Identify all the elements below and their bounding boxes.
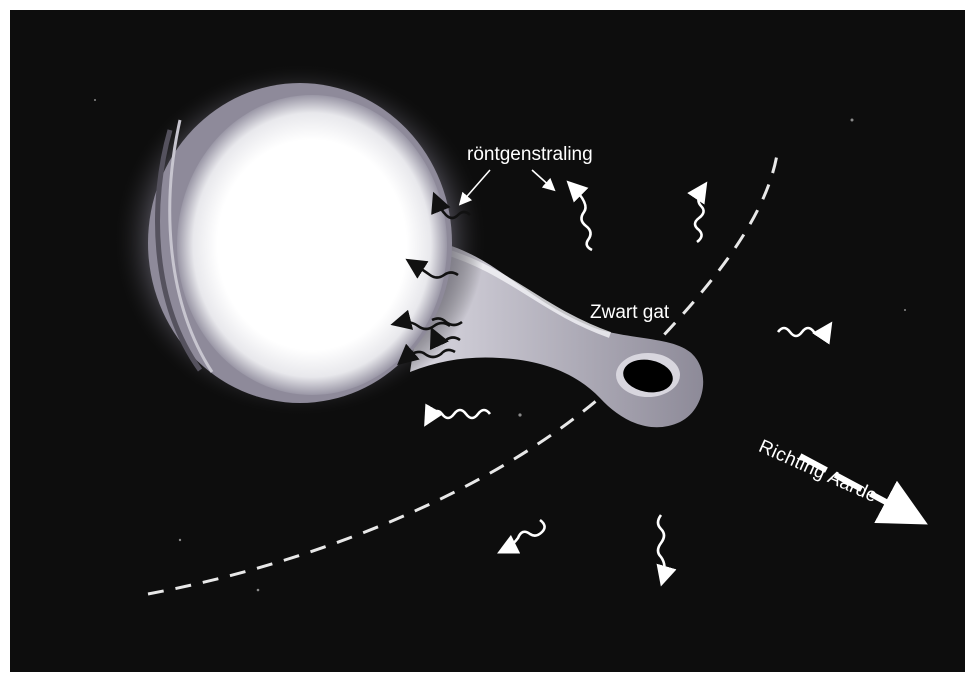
- xray-label: röntgenstraling: [467, 144, 593, 166]
- black-hole: [616, 353, 680, 397]
- black-hole-label: Zwart gat: [590, 302, 669, 324]
- companion-star: [115, 65, 485, 415]
